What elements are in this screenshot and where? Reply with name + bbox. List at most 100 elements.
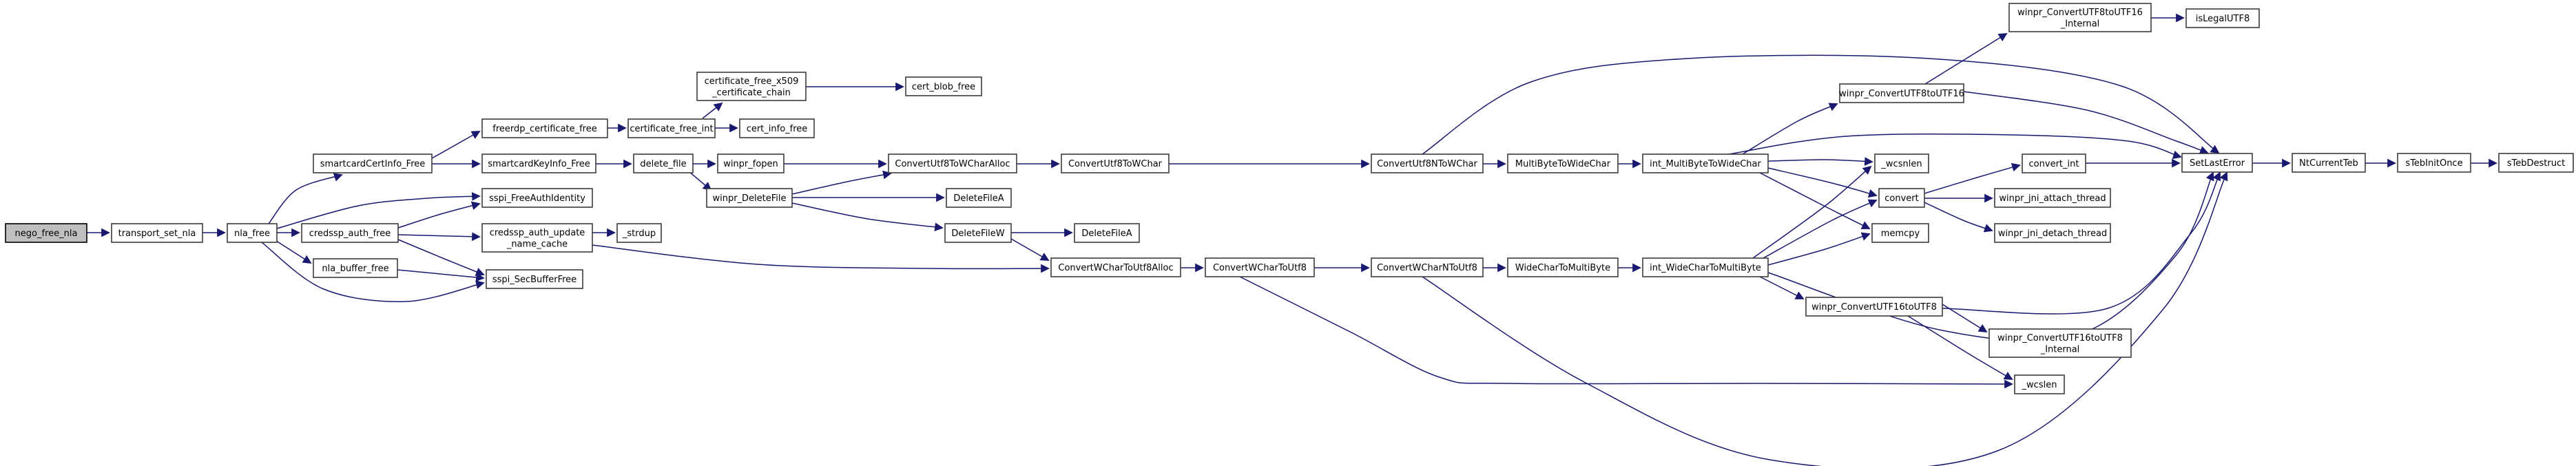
node-box-certificate_free_int[interactable] bbox=[627, 118, 716, 138]
node-delete_file[interactable]: delete_file bbox=[633, 153, 694, 173]
node-box-sspi_SecBufferFree[interactable] bbox=[486, 269, 583, 289]
node-freerdp_certificate_free[interactable]: freerdp_certificate_free bbox=[481, 118, 608, 138]
node-box-winpr_ConvertUTF8toUTF16[interactable] bbox=[1839, 83, 1964, 103]
node-box-winpr_jni_attach_thread[interactable] bbox=[1994, 188, 2111, 208]
node-box-_wcslen[interactable] bbox=[2014, 374, 2065, 394]
node-box-DeleteFileA[interactable] bbox=[946, 188, 1012, 208]
node-smartcardCertInfo_Free[interactable]: smartcardCertInfo_Free bbox=[313, 153, 433, 173]
node-box-ConvertUtf8NToWChar[interactable] bbox=[1371, 153, 1484, 173]
node-box-sTebDestruct[interactable] bbox=[2498, 153, 2574, 173]
node-credssp_auth_free[interactable]: credssp_auth_free bbox=[301, 223, 399, 243]
node-box-winpr_fopen[interactable] bbox=[717, 153, 785, 173]
node-box-NtCurrentTeb[interactable] bbox=[2292, 153, 2366, 173]
node-_strdup[interactable]: _strdup bbox=[616, 223, 662, 243]
node-nego_free_nla[interactable]: nego_free_nla bbox=[5, 223, 87, 243]
node-DeleteFileA2[interactable]: DeleteFileA bbox=[1074, 223, 1140, 243]
node-ConvertWCharToUtf8Alloc[interactable]: ConvertWCharToUtf8Alloc bbox=[1050, 257, 1181, 277]
node-winpr_ConvertUTF16toUTF8[interactable]: winpr_ConvertUTF16toUTF8 bbox=[1805, 297, 1943, 317]
node-SetLastError[interactable]: SetLastError bbox=[2181, 153, 2253, 173]
node-box-SetLastError[interactable] bbox=[2181, 153, 2253, 173]
node-box-cert_blob_free[interactable] bbox=[905, 76, 982, 96]
node-box-nego_free_nla[interactable] bbox=[5, 223, 87, 243]
node-box-certificate_free_x509_certificate_chain[interactable] bbox=[696, 72, 807, 101]
node-convert[interactable]: convert bbox=[1878, 188, 1925, 208]
node-nla_free[interactable]: nla_free bbox=[227, 223, 278, 243]
node-ConvertUtf8ToWCharAlloc[interactable]: ConvertUtf8ToWCharAlloc bbox=[888, 153, 1017, 173]
node-NtCurrentTeb[interactable]: NtCurrentTeb bbox=[2292, 153, 2366, 173]
node-box-convert_int[interactable] bbox=[2022, 153, 2086, 173]
node-box-sTebInitOnce[interactable] bbox=[2397, 153, 2471, 173]
node-winpr_DeleteFile[interactable]: winpr_DeleteFile bbox=[706, 188, 793, 208]
node-cert_info_free[interactable]: cert_info_free bbox=[739, 118, 815, 138]
node-sTebDestruct[interactable]: sTebDestruct bbox=[2498, 153, 2574, 173]
node-box-winpr_ConvertUTF16toUTF8_Internal[interactable] bbox=[1988, 328, 2132, 358]
node-box-nla_free[interactable] bbox=[227, 223, 278, 243]
node-ConvertWCharNToUtf8[interactable]: ConvertWCharNToUtf8 bbox=[1371, 257, 1484, 277]
node-label-isLegalUTF8: isLegalUTF8 bbox=[2196, 14, 2250, 24]
edge-delete_file-to-winpr_DeleteFile bbox=[688, 171, 712, 191]
node-box-cert_info_free[interactable] bbox=[739, 118, 815, 138]
node-box-winpr_jni_detach_thread[interactable] bbox=[1994, 223, 2111, 243]
node-cert_blob_free[interactable]: cert_blob_free bbox=[905, 76, 982, 96]
node-_wcslen[interactable]: _wcslen bbox=[2014, 374, 2065, 394]
node-label-_strdup: _strdup bbox=[622, 229, 656, 239]
node-winpr_jni_attach_thread[interactable]: winpr_jni_attach_thread bbox=[1994, 188, 2111, 208]
node-box-freerdp_certificate_free[interactable] bbox=[481, 118, 608, 138]
node-box-credssp_auth_free[interactable] bbox=[301, 223, 399, 243]
node-box-_wcsnlen[interactable] bbox=[1874, 153, 1929, 173]
node-box-winpr_DeleteFile[interactable] bbox=[706, 188, 793, 208]
node-label-cert_blob_free: cert_blob_free bbox=[912, 82, 975, 92]
node-certificate_free_int[interactable]: certificate_free_int bbox=[627, 118, 716, 138]
node-certificate_free_x509_certificate_chain[interactable]: certificate_free_x509_certificate_chain bbox=[696, 72, 807, 101]
node-box-nla_buffer_free[interactable] bbox=[313, 258, 398, 278]
node-winpr_fopen[interactable]: winpr_fopen bbox=[717, 153, 785, 173]
node-memcpy[interactable]: memcpy bbox=[1871, 223, 1929, 243]
node-box-winpr_ConvertUTF8toUTF16_Internal[interactable] bbox=[2008, 3, 2152, 32]
node-box-transport_set_nla[interactable] bbox=[111, 223, 203, 243]
node-box-MultiByteToWideChar[interactable] bbox=[1507, 153, 1619, 173]
node-box-int_MultiByteToWideChar[interactable] bbox=[1642, 153, 1769, 173]
node-winpr_ConvertUTF8toUTF16_Internal[interactable]: winpr_ConvertUTF8toUTF16_Internal bbox=[2008, 3, 2152, 32]
node-box-sspi_FreeAuthIdentity[interactable] bbox=[481, 188, 593, 208]
node-box-memcpy[interactable] bbox=[1871, 223, 1929, 243]
node-box-DeleteFileA2[interactable] bbox=[1074, 223, 1140, 243]
node-convert_int[interactable]: convert_int bbox=[2022, 153, 2086, 173]
node-box-WideCharToMultiByte[interactable] bbox=[1507, 257, 1619, 277]
node-winpr_ConvertUTF8toUTF16[interactable]: winpr_ConvertUTF8toUTF16 bbox=[1839, 83, 1964, 103]
node-box-DeleteFileW[interactable] bbox=[944, 223, 1012, 243]
node-int_WideCharToMultiByte[interactable]: int_WideCharToMultiByte bbox=[1642, 257, 1769, 277]
node-MultiByteToWideChar[interactable]: MultiByteToWideChar bbox=[1507, 153, 1619, 173]
node-box-ConvertWCharToUtf8[interactable] bbox=[1205, 257, 1315, 277]
node-transport_set_nla[interactable]: transport_set_nla bbox=[111, 223, 203, 243]
node-box-convert[interactable] bbox=[1878, 188, 1925, 208]
node-box-ConvertWCharToUtf8Alloc[interactable] bbox=[1050, 257, 1181, 277]
node-box-isLegalUTF8[interactable] bbox=[2185, 8, 2260, 28]
node-box-_strdup[interactable] bbox=[616, 223, 662, 243]
node-box-ConvertUtf8ToWCharAlloc[interactable] bbox=[888, 153, 1017, 173]
node-credssp_auth_update_name_cache[interactable]: credssp_auth_update_name_cache bbox=[481, 223, 593, 253]
node-box-credssp_auth_update_name_cache[interactable] bbox=[481, 223, 593, 253]
node-DeleteFileA[interactable]: DeleteFileA bbox=[946, 188, 1012, 208]
node-smartcardKeyInfo_Free[interactable]: smartcardKeyInfo_Free bbox=[481, 153, 596, 173]
node-box-smartcardCertInfo_Free[interactable] bbox=[313, 153, 433, 173]
node-winpr_jni_detach_thread[interactable]: winpr_jni_detach_thread bbox=[1994, 223, 2111, 243]
node-int_MultiByteToWideChar[interactable]: int_MultiByteToWideChar bbox=[1642, 153, 1769, 173]
node-ConvertUtf8NToWChar[interactable]: ConvertUtf8NToWChar bbox=[1371, 153, 1484, 173]
node-nla_buffer_free[interactable]: nla_buffer_free bbox=[313, 258, 398, 278]
node-WideCharToMultiByte[interactable]: WideCharToMultiByte bbox=[1507, 257, 1619, 277]
node-sspi_FreeAuthIdentity[interactable]: sspi_FreeAuthIdentity bbox=[481, 188, 593, 208]
node-winpr_ConvertUTF16toUTF8_Internal[interactable]: winpr_ConvertUTF16toUTF8_Internal bbox=[1988, 328, 2132, 358]
node-ConvertUtf8ToWChar[interactable]: ConvertUtf8ToWChar bbox=[1061, 153, 1170, 173]
node-box-delete_file[interactable] bbox=[633, 153, 694, 173]
node-isLegalUTF8[interactable]: isLegalUTF8 bbox=[2185, 8, 2260, 28]
node-ConvertWCharToUtf8[interactable]: ConvertWCharToUtf8 bbox=[1205, 257, 1315, 277]
node-box-winpr_ConvertUTF16toUTF8[interactable] bbox=[1805, 297, 1943, 317]
node-box-int_WideCharToMultiByte[interactable] bbox=[1642, 257, 1769, 277]
node-box-ConvertUtf8ToWChar[interactable] bbox=[1061, 153, 1170, 173]
node-box-smartcardKeyInfo_Free[interactable] bbox=[481, 153, 596, 173]
node-sTebInitOnce[interactable]: sTebInitOnce bbox=[2397, 153, 2471, 173]
node-DeleteFileW[interactable]: DeleteFileW bbox=[944, 223, 1012, 243]
node-box-ConvertWCharNToUtf8[interactable] bbox=[1371, 257, 1484, 277]
node-_wcsnlen[interactable]: _wcsnlen bbox=[1874, 153, 1929, 173]
node-sspi_SecBufferFree[interactable]: sspi_SecBufferFree bbox=[486, 269, 583, 289]
